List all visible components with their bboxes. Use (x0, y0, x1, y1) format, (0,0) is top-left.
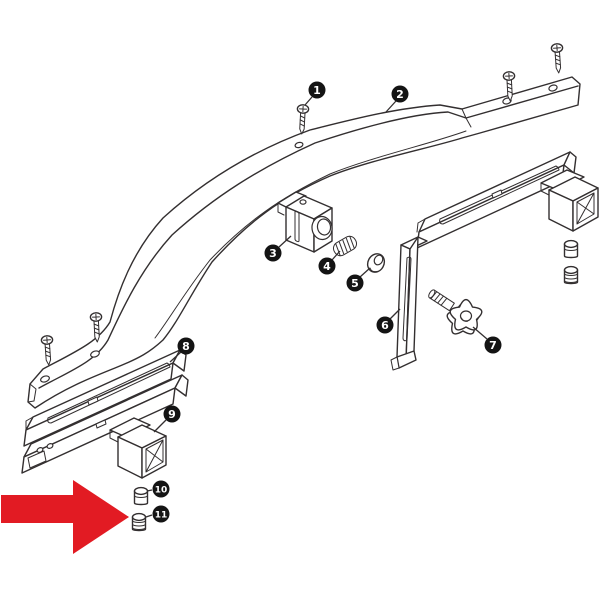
callout-9: 9 (153, 405, 181, 433)
pin-left (133, 486, 149, 506)
callout-3: 3 (264, 235, 292, 262)
slotted-bracket (390, 236, 428, 371)
highlight-arrow (1, 480, 129, 554)
callout-5: 5 (346, 267, 371, 292)
slotted-rail-left-lower (21, 374, 189, 474)
callout-8-label: 8 (182, 340, 190, 353)
mounting-screw-5 (550, 42, 566, 75)
callout-10: 10 (146, 480, 170, 498)
callout-6-label: 6 (381, 319, 389, 332)
mounting-screw-1 (295, 103, 310, 135)
clamp-block-left (109, 417, 167, 479)
clamp-block-right (540, 169, 599, 232)
callout-6: 6 (376, 308, 401, 334)
callout-3-label: 3 (269, 247, 277, 260)
callout-8: 8 (169, 337, 195, 363)
mounting-screw-2 (40, 334, 56, 367)
slotted-rail-left-upper (23, 349, 187, 447)
curved-arm (27, 76, 581, 409)
callout-11-label: 11 (155, 511, 168, 521)
callout-2-label: 2 (396, 88, 404, 101)
callout-5-label: 5 (351, 277, 359, 290)
washer (366, 253, 386, 273)
callout-4-label: 4 (323, 260, 331, 273)
set-screw-right (563, 265, 579, 285)
callout-2: 2 (385, 85, 409, 113)
callout-11: 11 (145, 505, 170, 523)
callout-9-label: 9 (168, 408, 176, 421)
callout-10-label: 10 (155, 486, 168, 496)
callout-7: 7 (472, 326, 502, 354)
pin-right (563, 239, 579, 259)
callout-1-label: 1 (313, 84, 321, 97)
callout-1: 1 (304, 81, 326, 106)
callout-7-label: 7 (489, 339, 497, 352)
callout-4: 4 (318, 250, 341, 275)
set-screw-left (131, 512, 147, 532)
clamp-block-center (277, 191, 333, 253)
knob-bolt (428, 289, 455, 312)
spring (332, 235, 358, 257)
